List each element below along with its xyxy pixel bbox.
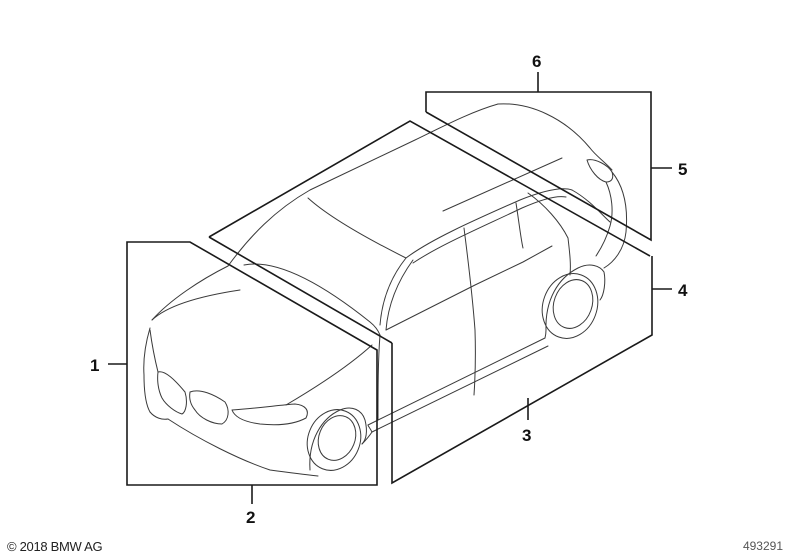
zone-frame-roof — [208, 120, 651, 257]
diagram-id: 493291 — [742, 539, 783, 553]
callout-5[interactable]: 5 — [678, 160, 687, 179]
copyright-notice: © 2018 BMW AG — [7, 539, 103, 554]
car-drawing — [143, 103, 628, 477]
callout-2[interactable]: 2 — [246, 508, 255, 527]
callout-6[interactable]: 6 — [532, 52, 541, 71]
callout-4[interactable]: 4 — [678, 281, 688, 300]
zone-frame-rear — [425, 91, 652, 242]
callout-3[interactable]: 3 — [522, 426, 531, 445]
zone-frame-side — [391, 256, 653, 485]
leader-lines — [108, 72, 672, 504]
callout-1[interactable]: 1 — [90, 356, 99, 375]
zone-frame-front — [126, 241, 378, 486]
zone-frame-roof-edge — [208, 236, 393, 344]
